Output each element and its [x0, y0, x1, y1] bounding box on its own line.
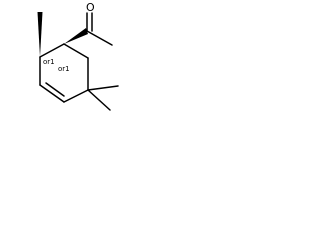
- stereo-label-c2: or1: [43, 58, 55, 66]
- bond-c3-c4-double-inner: [45, 82, 65, 97]
- oxygen-atom-label: O: [86, 1, 95, 14]
- wedge-bond-c2-methyl: [37, 12, 43, 57]
- molecule-structure-diagram: O or1 or1: [37, 1, 119, 111]
- bond-carbonyl-methyl: [86, 30, 113, 46]
- bond-c4-c5: [63, 89, 89, 103]
- bond-c6-methyl-b: [87, 89, 111, 111]
- bond-c1-c2: [39, 43, 65, 58]
- wedge-bond-c1-carbonyl: [64, 28, 88, 44]
- bond-c6-methyl-a: [87, 85, 119, 91]
- stereo-label-c1: or1: [58, 65, 70, 73]
- bond-c3-c4-double-outer: [39, 84, 65, 103]
- bond-c6-c1: [63, 43, 89, 59]
